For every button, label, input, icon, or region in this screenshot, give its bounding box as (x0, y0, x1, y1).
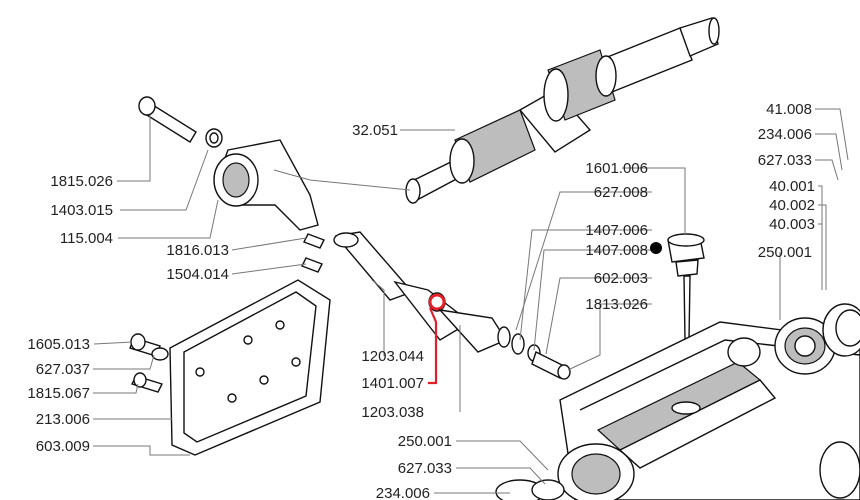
leader-lines (93, 108, 849, 494)
bearings-right (774, 303, 860, 375)
wrist-pins (301, 233, 325, 273)
label-234-006-right[interactable]: 234.006 (758, 126, 812, 143)
label-603-009[interactable]: 603.009 (36, 438, 90, 455)
label-40-003[interactable]: 40.003 (769, 216, 815, 233)
label-1815-026[interactable]: 1815.026 (50, 173, 113, 190)
label-602-003[interactable]: 602.003 (594, 270, 648, 287)
connecting-rod (138, 96, 319, 231)
cover-screws (129, 333, 169, 393)
highlight-leader (428, 307, 438, 385)
label-1605-013[interactable]: 1605.013 (27, 336, 90, 353)
label-627-033-bottom[interactable]: 627.033 (398, 460, 452, 477)
label-32-051[interactable]: 32.051 (352, 122, 398, 139)
label-250-001-bottom[interactable]: 250.001 (398, 433, 452, 450)
label-1504-014[interactable]: 1504.014 (166, 266, 229, 283)
label-627-033-right[interactable]: 627.033 (758, 152, 812, 169)
label-1407-006[interactable]: 1407.006 (585, 222, 648, 239)
label-627-008[interactable]: 627.008 (594, 184, 648, 201)
oil-plug (667, 233, 705, 341)
label-1815-067[interactable]: 1815.067 (27, 385, 90, 402)
label-1816-013[interactable]: 1816.013 (166, 242, 229, 259)
cover-plate (169, 279, 331, 456)
label-234-006-bottom[interactable]: 234.006 (376, 485, 430, 500)
label-1813-026[interactable]: 1813.026 (585, 296, 648, 313)
label-115-004[interactable]: 115.004 (60, 230, 113, 247)
bearings-bottom (495, 479, 565, 500)
label-41-008[interactable]: 41.008 (766, 101, 812, 118)
plunger-assembly (333, 231, 571, 380)
highlighted-seal (428, 293, 446, 311)
label-1401-007[interactable]: 1401.007 (361, 375, 424, 392)
label-627-037[interactable]: 627.037 (36, 361, 90, 378)
label-40-002[interactable]: 40.002 (769, 197, 815, 214)
label-1601-006[interactable]: 1601.006 (585, 160, 648, 177)
marker-dot (650, 242, 662, 254)
label-1203-038[interactable]: 1203.038 (361, 404, 424, 421)
label-1203-044[interactable]: 1203.044 (361, 348, 424, 365)
label-1403-015[interactable]: 1403.015 (50, 202, 113, 219)
label-250-001-right[interactable]: 250.001 (758, 244, 812, 261)
label-213-006[interactable]: 213.006 (36, 411, 90, 428)
label-1407-008[interactable]: 1407.008 (585, 242, 648, 259)
part-labels: 41.008 234.006 627.033 40.001 40.002 40.… (27, 101, 815, 500)
crankshaft (405, 17, 720, 204)
label-40-001[interactable]: 40.001 (769, 178, 815, 195)
